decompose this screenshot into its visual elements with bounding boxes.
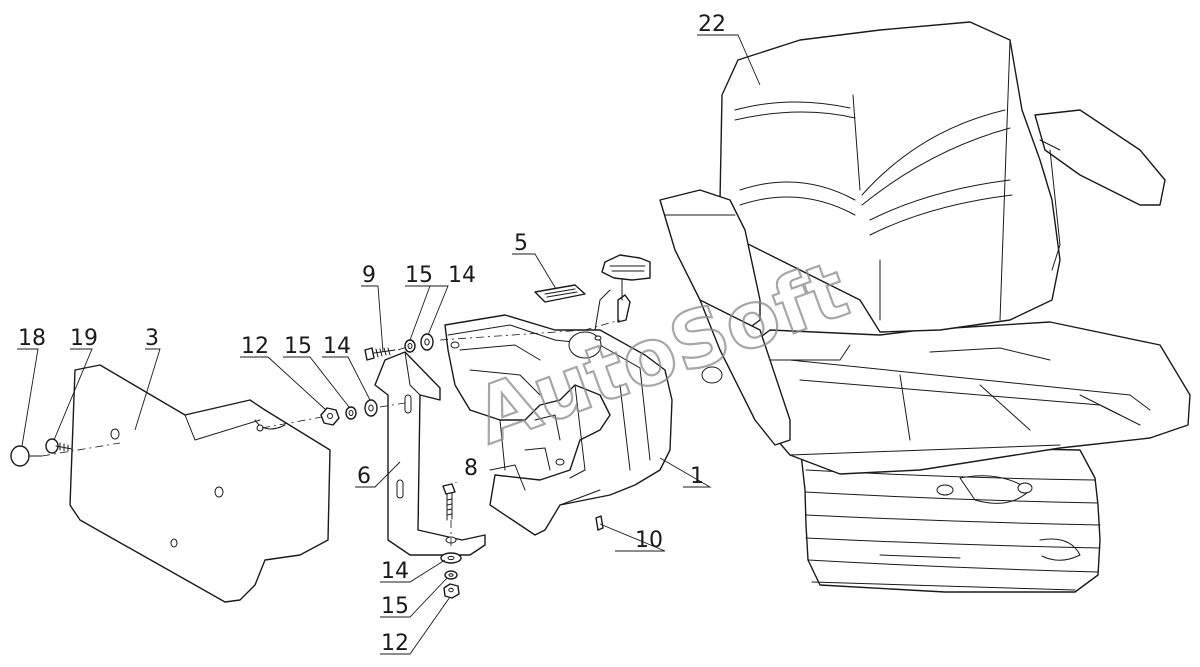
callout-14-top: 14 <box>448 263 476 288</box>
seat-assembly <box>601 21 1191 593</box>
washer-14-top <box>420 333 434 351</box>
seat-adjust-lever <box>601 254 651 323</box>
nut-12-upper <box>320 407 340 426</box>
callout-1: 1 <box>690 464 704 489</box>
callout-14-upper: 14 <box>323 334 351 359</box>
mounting-bracket <box>374 351 486 556</box>
cover-plate <box>69 364 331 603</box>
callout-19: 19 <box>70 326 98 351</box>
seat-suspension <box>799 444 1101 593</box>
callout-15-top: 15 <box>405 263 433 288</box>
lock-washer-15-lower <box>444 570 458 580</box>
bracket-assembly <box>444 289 673 536</box>
bolt-8 <box>442 483 456 521</box>
callout-5: 5 <box>514 231 528 256</box>
callout-18: 18 <box>18 326 46 351</box>
callout-10: 10 <box>635 528 663 553</box>
plug-18 <box>10 445 43 467</box>
label-plate-5 <box>534 284 586 303</box>
screw-19 <box>45 438 73 454</box>
callout-6: 6 <box>357 464 371 489</box>
callout-15-lower: 15 <box>381 594 409 619</box>
callout-numbers: 22 5 9 15 14 18 19 3 12 15 14 8 6 1 10 1… <box>18 12 726 656</box>
assembly-axis-lines <box>41 319 621 550</box>
seat-backrest <box>719 21 1061 333</box>
leader-lines <box>17 34 761 655</box>
seat-right-armrest <box>1034 109 1166 271</box>
callout-15-upper: 15 <box>284 334 312 359</box>
washer-14-lower <box>440 552 462 564</box>
seat-left-armrest <box>659 189 791 446</box>
callout-3: 3 <box>145 326 159 351</box>
lock-washer-15-upper <box>345 406 357 420</box>
callout-12-upper: 12 <box>241 334 269 359</box>
seat-cushion <box>749 321 1191 475</box>
pin-10 <box>595 515 604 531</box>
washer-14-upper <box>364 399 378 417</box>
nut-12-lower <box>443 583 460 599</box>
callout-9: 9 <box>362 263 376 288</box>
bolt-9 <box>364 347 396 361</box>
callout-8: 8 <box>464 456 478 481</box>
callout-22: 22 <box>698 12 726 37</box>
callout-12-lower: 12 <box>381 631 409 656</box>
callout-14-lower: 14 <box>381 559 409 584</box>
